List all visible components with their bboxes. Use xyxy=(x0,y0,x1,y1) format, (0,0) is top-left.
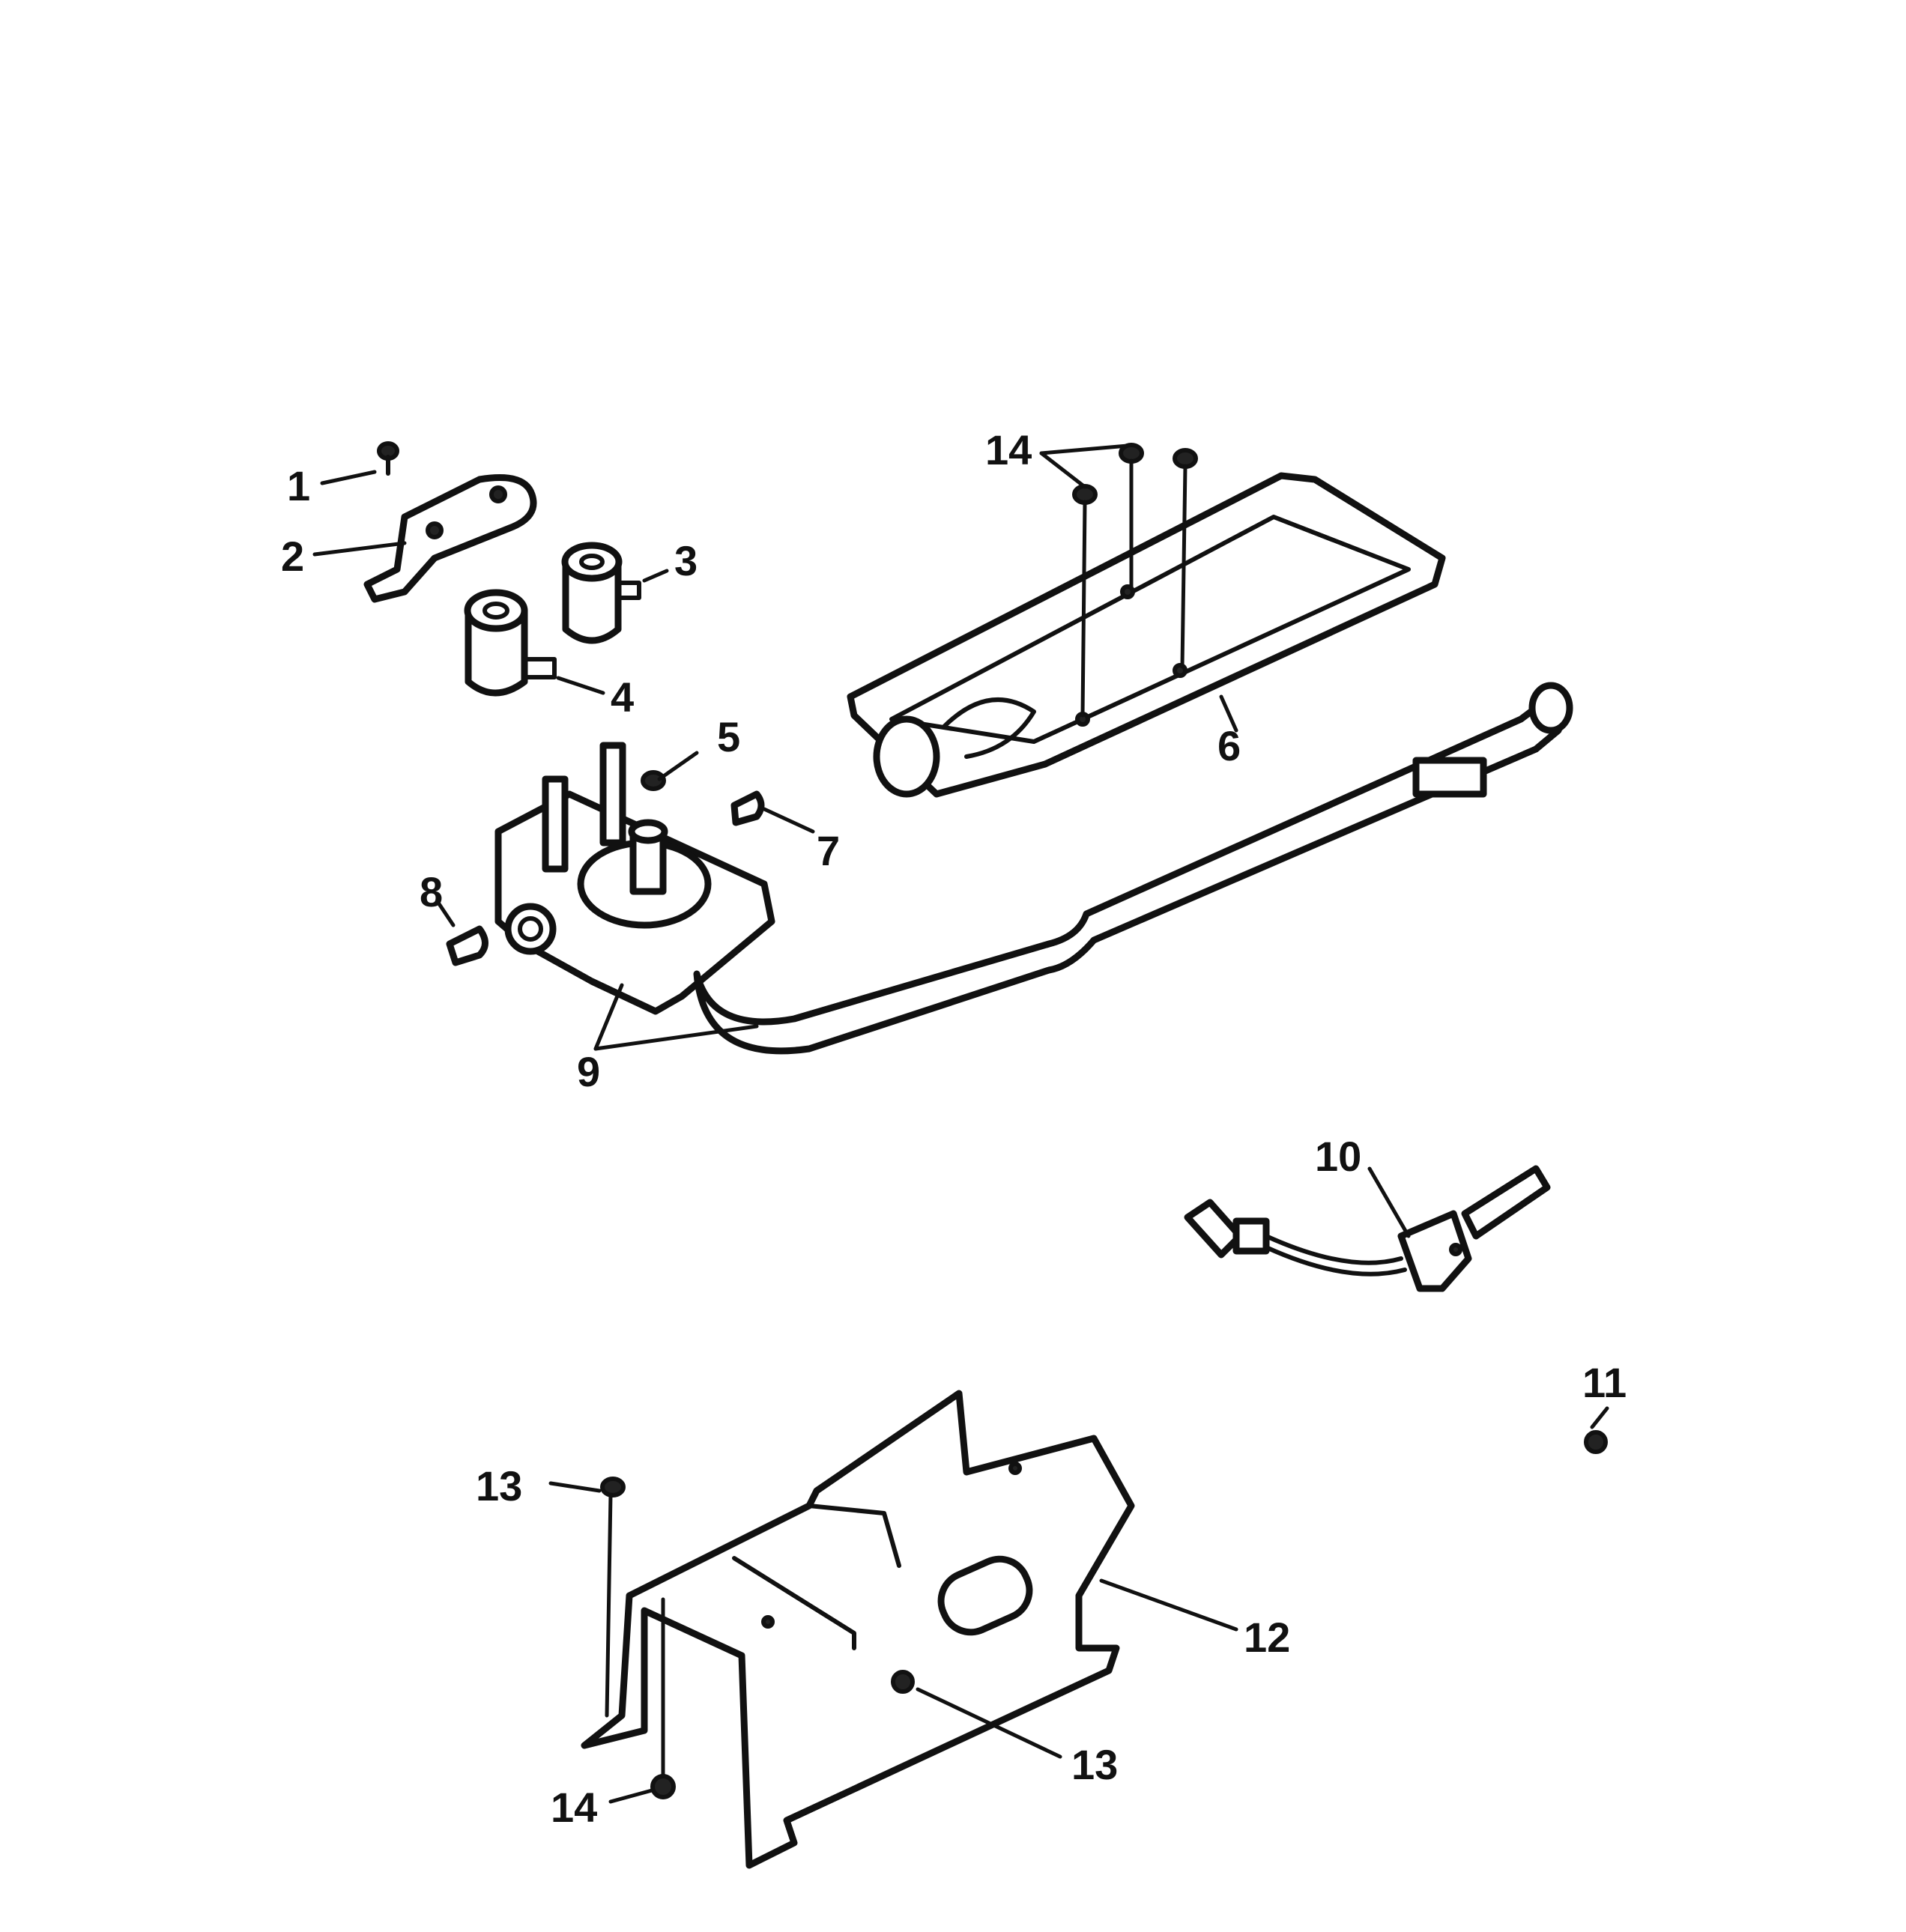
callout-7: 7 xyxy=(817,827,840,874)
callout-10: 10 xyxy=(1315,1133,1361,1180)
part-3-coil xyxy=(561,542,641,644)
part-5-plug xyxy=(641,770,666,791)
callout-12: 12 xyxy=(1244,1614,1290,1661)
callout-3: 3 xyxy=(674,537,698,584)
part-4-coil xyxy=(464,589,557,697)
part-14-screws-top xyxy=(1072,443,1198,718)
leader-lines xyxy=(312,443,1609,1804)
callout-4: 4 xyxy=(611,673,634,721)
part-11-screw xyxy=(1584,1430,1608,1454)
part-1-screw xyxy=(377,441,399,476)
callout-14-top: 14 xyxy=(985,426,1032,473)
part-6-burner xyxy=(847,472,1446,798)
callout-1: 1 xyxy=(287,462,310,509)
part-8-orifice xyxy=(446,903,557,966)
part-12-bracket xyxy=(581,1390,1135,1869)
callout-8: 8 xyxy=(420,868,443,915)
part-14-screw-bottom xyxy=(650,1597,676,1799)
part-2-bracket xyxy=(363,474,537,603)
callout-9: 9 xyxy=(577,1048,600,1095)
callout-labels: 1 2 3 4 5 6 7 8 9 10 11 12 13 13 14 14 xyxy=(281,426,1627,1831)
callout-13-top: 13 xyxy=(476,1462,522,1509)
callout-5: 5 xyxy=(717,713,740,760)
part-13-screws xyxy=(600,1477,626,1718)
callout-14-bottom: 14 xyxy=(551,1784,597,1831)
callout-6: 6 xyxy=(1217,722,1241,769)
part-7-orifice xyxy=(730,790,765,826)
callout-2: 2 xyxy=(281,533,304,580)
callout-13-bottom: 13 xyxy=(1071,1741,1118,1788)
part-10-igniter xyxy=(1184,1165,1551,1292)
callout-11: 11 xyxy=(1582,1359,1627,1406)
